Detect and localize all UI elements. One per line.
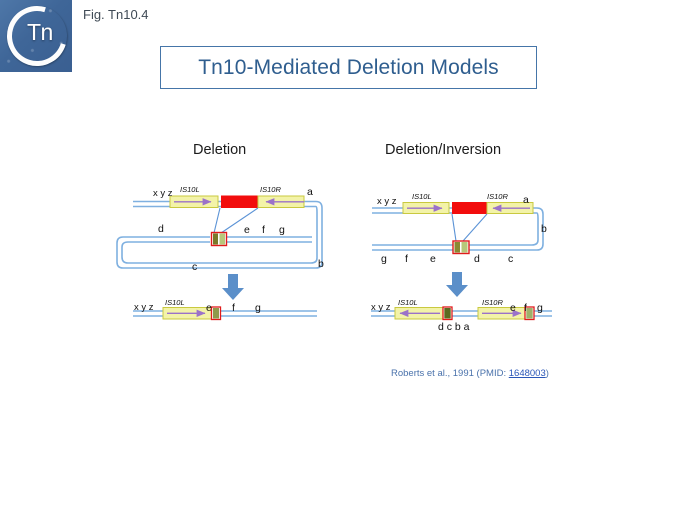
left-substrate-marker-e: e <box>244 224 250 236</box>
left-substrate-is10r-label: IS10R <box>260 185 281 194</box>
right-transition-arrow-icon <box>446 272 468 297</box>
right-substrate-marker-e: e <box>430 253 436 265</box>
slide-title-box: Tn10-Mediated Deletion Models <box>160 46 537 89</box>
left-substrate-label-d: d <box>158 223 164 235</box>
logo-tn-text: Tn <box>27 19 53 45</box>
right-substrate-label-a: a <box>523 194 529 206</box>
left-product-is10l-label: IS10L <box>165 298 185 307</box>
citation-text-after: ) <box>545 368 549 379</box>
right-substrate-markers-xyz: x y z <box>377 196 397 207</box>
citation-pmid-link[interactable]: 1648003 <box>508 368 546 379</box>
page-title: Tn10-Mediated Deletion Models <box>198 55 499 79</box>
left-substrate-markers-xyz: x y z <box>153 188 173 199</box>
right-product-is10l-label: IS10L <box>398 298 418 307</box>
right-substrate-marker-f: f <box>405 253 408 265</box>
right-product-marker-e: e <box>510 302 516 314</box>
right-substrate-marker-g: g <box>381 253 387 265</box>
right-substrate-is10l-label: IS10L <box>412 192 432 201</box>
right-substrate-label-b: b <box>541 223 547 235</box>
left-product-diagram <box>133 306 317 321</box>
left-product-marker-f: f <box>232 302 235 314</box>
left-product-marker-g: g <box>255 302 261 314</box>
right-substrate-diagram <box>372 202 544 255</box>
panel-title-deletion-inversion: Deletion/Inversion <box>385 142 502 158</box>
left-product-markers-xyz: x y z <box>134 302 154 313</box>
right-substrate-label-c: c <box>508 253 514 265</box>
left-substrate-label-b: b <box>318 258 324 270</box>
right-product-junction-markers: d c b a <box>438 321 470 333</box>
right-product-diagram <box>371 306 552 321</box>
citation-text-before: Roberts et al., 1991 (PMID: <box>391 368 509 379</box>
figure-label: Fig. Tn10.4 <box>83 7 149 22</box>
left-substrate-diagram <box>116 195 323 269</box>
left-substrate-marker-f: f <box>262 224 265 236</box>
right-substrate-is10r-label: IS10R <box>487 192 508 201</box>
right-substrate-label-d: d <box>474 253 480 265</box>
right-product-marker-f: f <box>524 302 527 314</box>
panel-title-deletion: Deletion <box>193 142 247 158</box>
right-product-markers-xyz: x y z <box>371 302 391 313</box>
left-substrate-label-c: c <box>192 261 198 273</box>
left-product-marker-e: e <box>206 302 212 314</box>
citation: Roberts et al., 1991 (PMID: 1648003) <box>391 368 549 379</box>
left-substrate-is10l-label: IS10L <box>180 185 200 194</box>
left-transition-arrow-icon <box>222 274 244 300</box>
left-substrate-marker-g: g <box>279 224 285 236</box>
right-product-marker-g: g <box>537 302 543 314</box>
site-logo: Tn <box>0 0 78 77</box>
left-substrate-label-a: a <box>307 186 313 198</box>
right-product-is10r-label: IS10R <box>482 298 503 307</box>
